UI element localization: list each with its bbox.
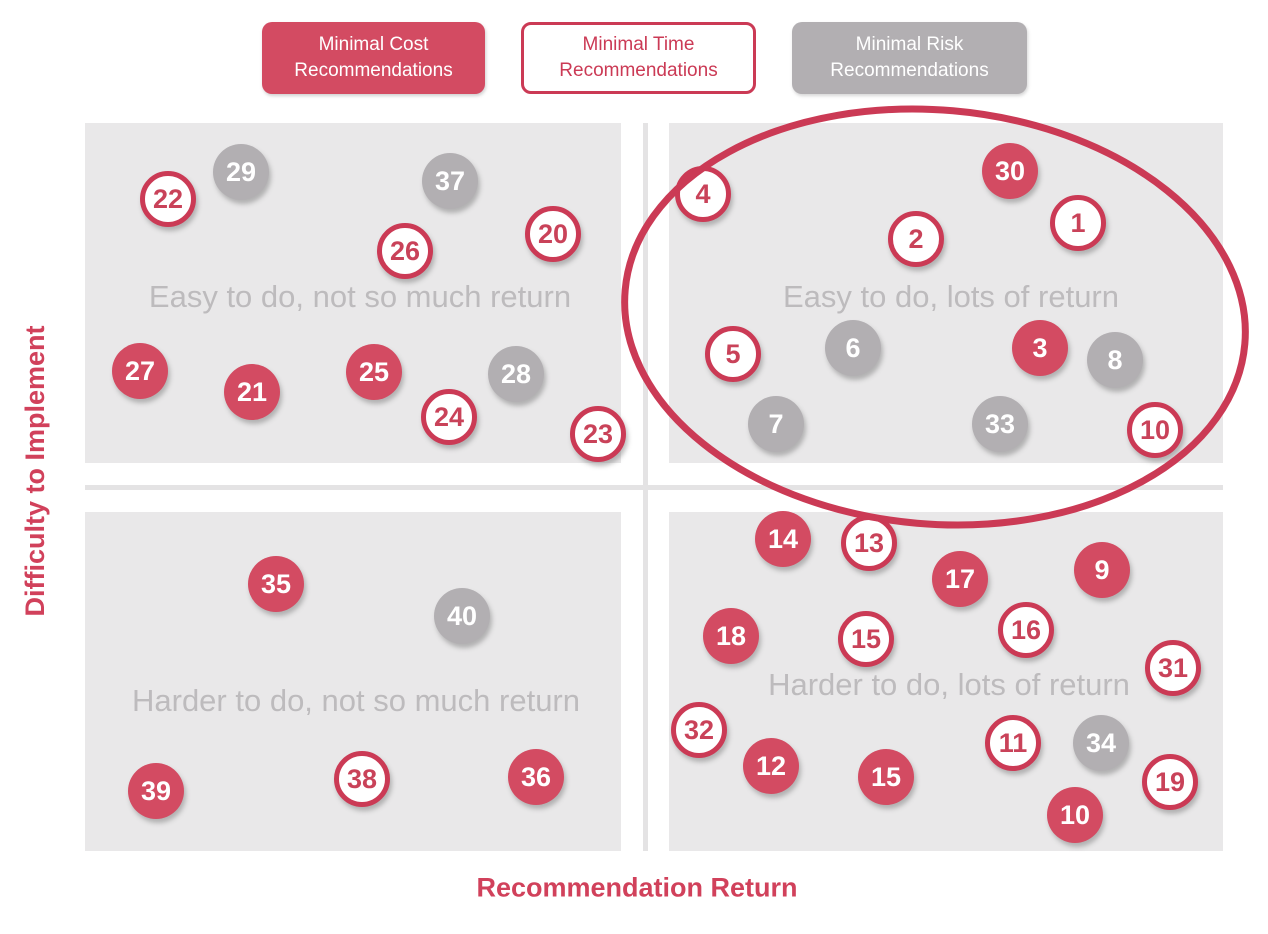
rec-circle-32: 32	[671, 702, 727, 758]
rec-circle-30: 30	[982, 143, 1038, 199]
rec-circle-36: 36	[508, 749, 564, 805]
rec-circle-26: 26	[377, 223, 433, 279]
rec-circle-19: 19	[1142, 754, 1198, 810]
rec-circle-13: 13	[841, 515, 897, 571]
rec-circle-12: 12	[743, 738, 799, 794]
rec-circle-31: 31	[1145, 640, 1201, 696]
rec-circle-20: 20	[525, 206, 581, 262]
rec-circle-10: 10	[1127, 402, 1183, 458]
rec-circle-25: 25	[346, 344, 402, 400]
rec-circle-1: 1	[1050, 195, 1106, 251]
rec-circle-23: 23	[570, 406, 626, 462]
legend-button-minimal-cost[interactable]: Minimal Cost Recommendations	[262, 22, 485, 94]
rec-circle-8: 8	[1087, 332, 1143, 388]
rec-circle-7: 7	[748, 396, 804, 452]
rec-circle-37: 37	[422, 153, 478, 209]
rec-circle-6: 6	[825, 320, 881, 376]
rec-circle-14: 14	[755, 511, 811, 567]
rec-circle-11: 11	[985, 715, 1041, 771]
rec-circle-22: 22	[140, 171, 196, 227]
rec-circle-29: 29	[213, 144, 269, 200]
rec-circle-9: 9	[1074, 542, 1130, 598]
rec-circle-24: 24	[421, 389, 477, 445]
quadrant-divider-horizontal	[85, 485, 1223, 490]
quadrant-label-hard-high: Harder to do, lots of return	[768, 667, 1130, 702]
rec-circle-15: 15	[838, 611, 894, 667]
rec-circle-34: 34	[1073, 715, 1129, 771]
rec-circle-27: 27	[112, 343, 168, 399]
rec-circle-2: 2	[888, 211, 944, 267]
rec-circle-33: 33	[972, 396, 1028, 452]
rec-circle-5: 5	[705, 326, 761, 382]
rec-circle-17: 17	[932, 551, 988, 607]
quadrant-label-easy-low: Easy to do, not so much return	[148, 279, 572, 314]
quadrant-label-hard-low: Harder to do, not so much return	[131, 683, 581, 718]
rec-circle-28: 28	[488, 346, 544, 402]
legend-button-minimal-risk[interactable]: Minimal Risk Recommendations	[792, 22, 1027, 94]
rec-circle-15: 15	[858, 749, 914, 805]
rec-circle-35: 35	[248, 556, 304, 612]
x-axis-title: Recommendation Return	[476, 872, 798, 903]
quadrant-label-easy-high: Easy to do, lots of return	[782, 279, 1120, 314]
rec-circle-38: 38	[334, 751, 390, 807]
rec-circle-39: 39	[128, 763, 184, 819]
rec-circle-21: 21	[224, 364, 280, 420]
rec-circle-16: 16	[998, 602, 1054, 658]
y-axis-title: Difficulty to Implement	[20, 325, 50, 617]
rec-circle-4: 4	[675, 166, 731, 222]
rec-circle-40: 40	[434, 588, 490, 644]
rec-circle-18: 18	[703, 608, 759, 664]
legend-button-minimal-time[interactable]: Minimal Time Recommendations	[521, 22, 756, 94]
rec-circle-10: 10	[1047, 787, 1103, 843]
rec-circle-3: 3	[1012, 320, 1068, 376]
